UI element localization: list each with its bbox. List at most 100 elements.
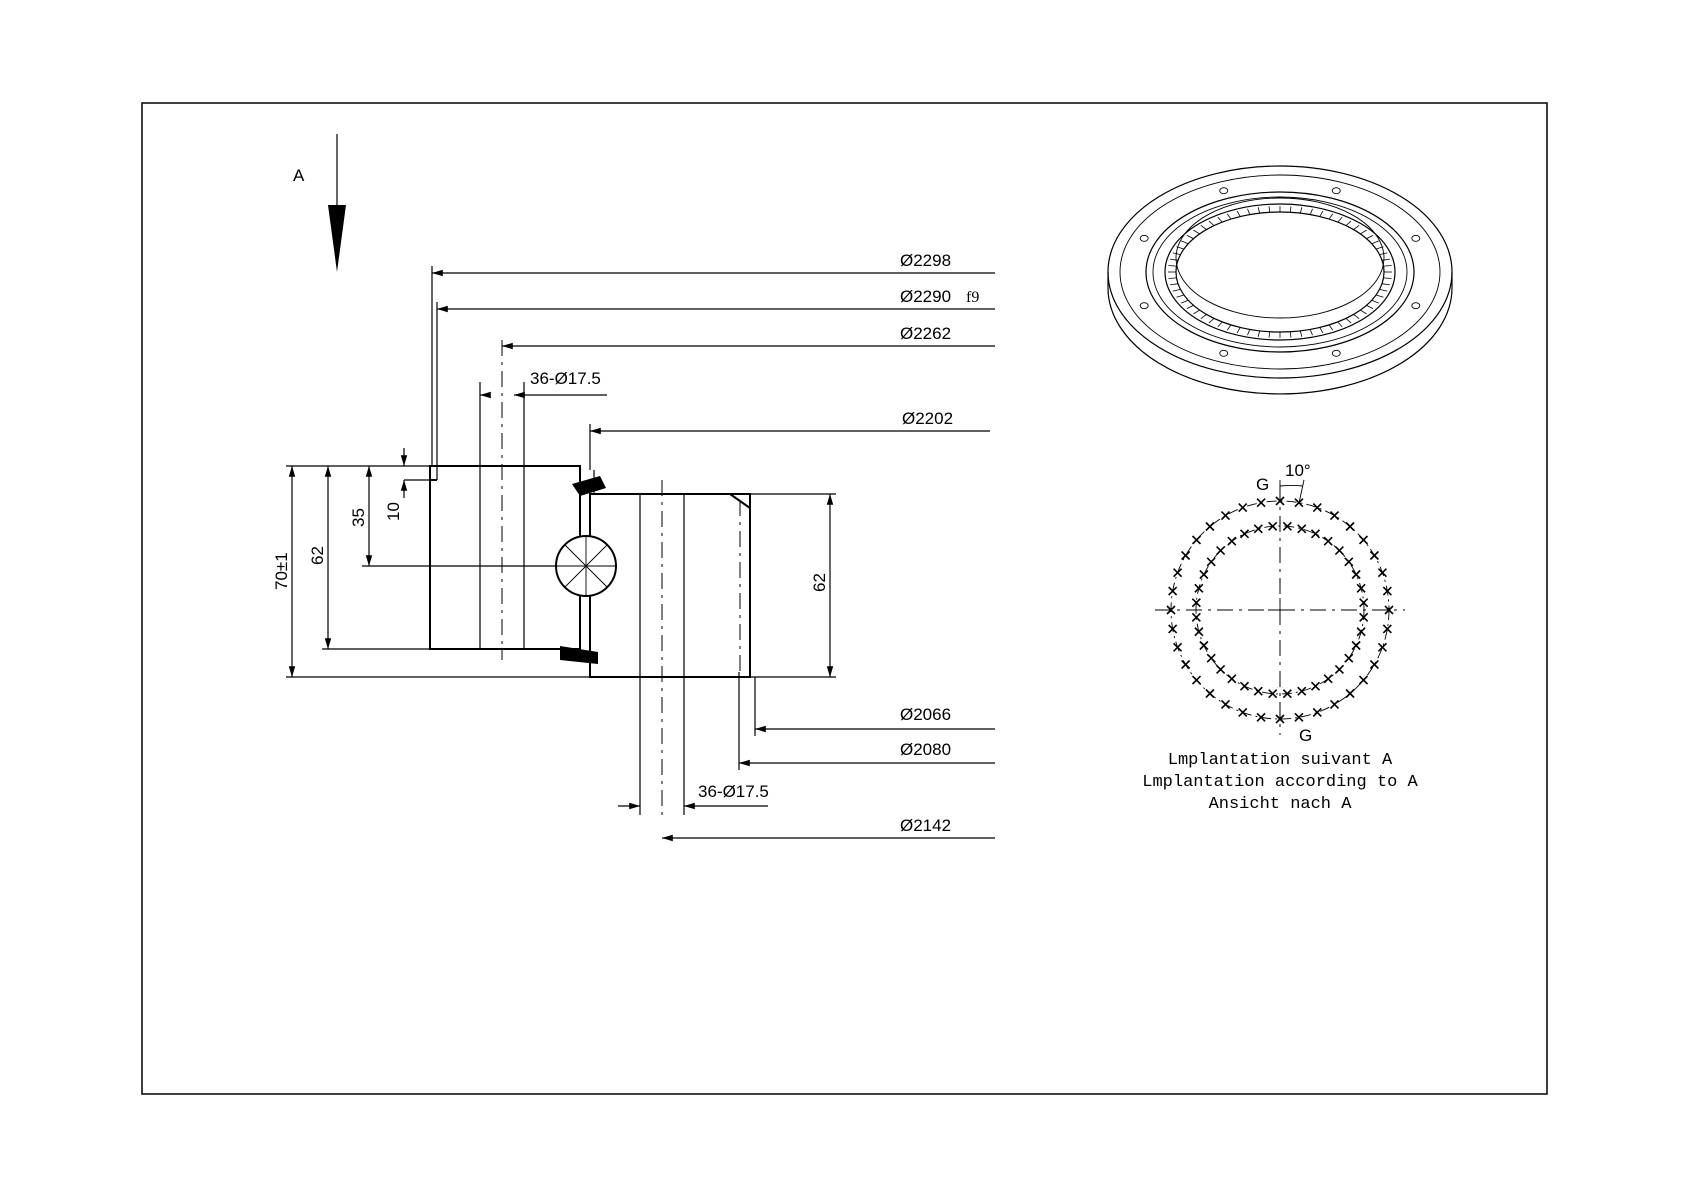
gear-tooth [1289, 206, 1292, 213]
diameter-callouts: Ø2298 Ø2290 f9 Ø2262 36-Ø17.5 Ø2202 Ø206… [431, 251, 995, 842]
gear-tooth [1319, 210, 1324, 217]
gear-tooth [1226, 213, 1232, 220]
hole-mark [1377, 642, 1387, 652]
outer-hole-marks [1166, 496, 1394, 724]
hole-mark [1377, 568, 1387, 578]
hole-mark [1173, 568, 1183, 578]
dim-holes-outer: 36-Ø17.5 [530, 369, 601, 388]
gear-tooth [1353, 225, 1360, 230]
hole-mark [1358, 535, 1369, 545]
hole-mark [1359, 612, 1369, 622]
gear-tooth [1170, 258, 1179, 261]
hole-mark [1194, 583, 1204, 593]
gear-tooth [1371, 240, 1379, 245]
hole-mark [1220, 511, 1231, 521]
dim-d2202: Ø2202 [902, 409, 953, 428]
hole-mark [1312, 503, 1322, 513]
flange-hole [1331, 187, 1341, 195]
hole-mark [1382, 624, 1392, 634]
hole-mark [1369, 659, 1379, 670]
hole-mark [1310, 529, 1321, 539]
hole-mark [1199, 640, 1209, 651]
view-label: A [293, 166, 305, 185]
gear-tooth [1309, 329, 1313, 336]
gear-tooth [1383, 265, 1392, 267]
hole-mark [1220, 699, 1231, 709]
gear-tooth [1208, 220, 1215, 226]
height-callouts: 70±1 62 35 10 62 [272, 448, 836, 678]
flange-hole [1219, 349, 1229, 357]
hole-mark [1334, 664, 1344, 674]
hole-mark [1345, 688, 1355, 699]
hole-mark [1294, 712, 1304, 722]
dim-h35: 35 [349, 508, 368, 527]
mounting-holes [1139, 187, 1421, 357]
hole-mark [1323, 536, 1333, 546]
hole-mark [1206, 557, 1216, 567]
dim-d2262: Ø2262 [900, 324, 951, 343]
flange-hole [1139, 302, 1149, 310]
hole-mark [1268, 689, 1278, 699]
gear-tooth [1337, 216, 1343, 223]
hole-mark [1239, 681, 1250, 691]
hole-mark [1334, 546, 1344, 556]
hole-mark [1282, 689, 1292, 699]
hole-mark [1369, 550, 1379, 561]
view-arrow-a: A [293, 134, 346, 272]
gear-tooth [1299, 330, 1303, 337]
hole-mark [1173, 642, 1183, 652]
gear-tooth [1257, 330, 1261, 337]
gear-tooth [1345, 318, 1352, 324]
hole-mark [1166, 605, 1176, 615]
hole-mark [1297, 686, 1307, 696]
mark-bottom: G [1299, 726, 1312, 745]
hole-mark [1238, 707, 1248, 717]
dim-d2298: Ø2298 [900, 251, 951, 270]
flange-hole [1219, 187, 1229, 195]
dim-d2066: Ø2066 [900, 705, 951, 724]
hole-mark [1194, 627, 1204, 637]
gear-tooth [1181, 240, 1189, 245]
hole-mark [1181, 659, 1191, 670]
gear-tooth [1366, 234, 1374, 240]
hole-mark [1205, 688, 1215, 699]
gear-tooth [1257, 207, 1261, 214]
caption-english: Lmplantation according to A [1142, 773, 1418, 792]
hole-mark [1168, 624, 1178, 634]
dim-d2142: Ø2142 [900, 816, 951, 835]
dim-d2290-tolerance: f9 [966, 289, 979, 306]
gear-tooth [1379, 289, 1388, 292]
hole-mark [1358, 675, 1369, 685]
hole-mark [1297, 524, 1307, 534]
hole-mark [1191, 612, 1201, 622]
hole-mark [1191, 675, 1202, 685]
hole-mark [1344, 557, 1354, 567]
gear-tooth [1200, 225, 1207, 230]
gear-tooth [1319, 327, 1324, 334]
gear-tooth [1236, 327, 1241, 334]
angle-label: 10° [1285, 461, 1311, 480]
gear-tooth [1360, 309, 1367, 315]
hole-mark [1275, 714, 1285, 724]
gear-tooth [1360, 229, 1367, 235]
gear-tooth [1208, 318, 1215, 324]
gear-tooth [1309, 208, 1313, 215]
hole-mark [1216, 664, 1226, 674]
hole-mark [1256, 498, 1266, 508]
hole-mark [1351, 640, 1361, 651]
gear-tooth [1200, 314, 1207, 319]
gear-tooth [1186, 304, 1194, 310]
hole-mark [1356, 583, 1366, 593]
gear-tooth [1328, 213, 1334, 220]
gear-tooth [1381, 258, 1390, 261]
dim-h62-right: 62 [810, 573, 829, 592]
gear-tooth [1168, 265, 1177, 267]
hole-mark [1351, 569, 1361, 580]
gear-tooth [1328, 324, 1334, 331]
dim-d2290: Ø2290 [900, 287, 951, 306]
gear-tooth [1268, 206, 1271, 213]
hole-mark [1253, 686, 1263, 696]
inner-hole-marks [1191, 521, 1369, 699]
gear-tooth [1371, 299, 1379, 304]
